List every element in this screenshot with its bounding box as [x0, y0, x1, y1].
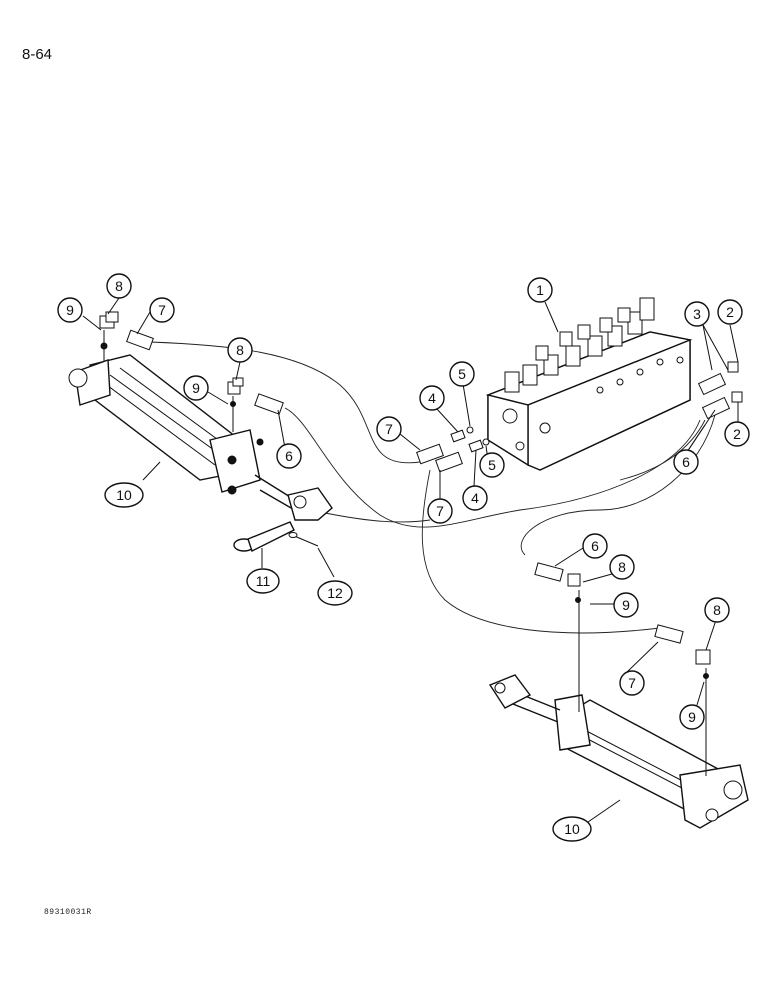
alignment-lines: [103, 330, 707, 776]
svg-text:7: 7: [158, 302, 166, 318]
figure-code: 89310031R: [44, 908, 92, 917]
svg-text:7: 7: [436, 503, 444, 519]
callout-1: 1: [527, 277, 553, 303]
callout-5: 5: [449, 361, 475, 387]
svg-text:8: 8: [713, 602, 721, 618]
adapter-fitting-7c: [435, 451, 463, 473]
adapter-fitting-6b: [697, 372, 727, 396]
elbow-fitting-8d: [695, 649, 711, 679]
svg-text:5: 5: [488, 457, 496, 473]
callout-4: 4: [462, 485, 488, 511]
callout-9: 9: [679, 704, 705, 730]
callout-2: 2: [717, 299, 743, 325]
valve-spools: [504, 297, 655, 393]
adapter-fitting-6d: [534, 562, 564, 582]
svg-text:8: 8: [115, 278, 123, 294]
svg-text:8: 8: [236, 342, 244, 358]
callout-3: 3: [684, 301, 710, 327]
callout-7: 7: [619, 670, 645, 696]
hose-long-arc: [421, 469, 661, 634]
callout-7: 7: [149, 297, 175, 323]
svg-text:9: 9: [192, 380, 200, 396]
plug-fitting-2b: [731, 391, 743, 403]
fittings: [99, 311, 743, 679]
svg-text:2: 2: [726, 304, 734, 320]
valve-ports: [502, 356, 684, 451]
svg-text:7: 7: [385, 421, 393, 437]
control-valve: [485, 297, 693, 471]
small-fitting-4a: [450, 429, 466, 443]
page-number: 8-64: [22, 46, 53, 63]
callout-7: 7: [376, 416, 402, 442]
callout-9: 9: [613, 592, 639, 618]
callout-6: 6: [673, 449, 699, 475]
o-ring-5a: [466, 426, 474, 434]
svg-text:11: 11: [256, 573, 271, 589]
hose-mid-left: [284, 407, 701, 528]
svg-text:10: 10: [564, 821, 580, 837]
callout-9: 9: [57, 297, 83, 323]
elbow-fitting-8a: [99, 311, 119, 350]
callout-10: 10: [104, 482, 144, 508]
cotter-pin: [288, 532, 319, 547]
hose-top-left: [149, 341, 421, 464]
svg-text:9: 9: [622, 597, 630, 613]
callout-8: 8: [227, 337, 253, 363]
svg-text:12: 12: [327, 585, 343, 601]
adapter-fitting-6c: [701, 396, 731, 420]
clevis-pin: [233, 521, 295, 552]
svg-text:6: 6: [682, 454, 690, 470]
callout-8: 8: [609, 554, 635, 580]
callout-8: 8: [704, 597, 730, 623]
plug-fitting-2a: [727, 361, 739, 373]
svg-text:4: 4: [428, 390, 436, 406]
callout-9: 9: [183, 375, 209, 401]
elbow-fitting-8b: [227, 377, 244, 407]
svg-text:9: 9: [688, 709, 696, 725]
callout-6: 6: [276, 443, 302, 469]
adapter-fitting-6a: [254, 393, 284, 415]
svg-text:2: 2: [733, 426, 741, 442]
hose-right-short: [619, 419, 706, 481]
callout-10: 10: [552, 816, 592, 842]
adapter-fitting-7b: [416, 443, 444, 465]
callout-6: 6: [582, 533, 608, 559]
adapter-fitting-7d: [654, 624, 684, 644]
leader-lines: [82, 297, 739, 823]
o-ring-5b: [482, 438, 490, 446]
callout-11: 11: [246, 568, 280, 594]
svg-text:9: 9: [66, 302, 74, 318]
svg-text:7: 7: [628, 675, 636, 691]
svg-text:3: 3: [693, 306, 701, 322]
small-fitting-4b: [468, 439, 484, 453]
svg-text:6: 6: [285, 448, 293, 464]
adapter-fitting-7a: [126, 329, 154, 351]
svg-text:4: 4: [471, 490, 479, 506]
hose-lower-left: [319, 511, 431, 523]
callout-7: 7: [427, 498, 453, 524]
callout-12: 12: [317, 580, 353, 606]
callout-5: 5: [479, 452, 505, 478]
svg-text:8: 8: [618, 559, 626, 575]
svg-text:1: 1: [536, 282, 544, 298]
right-cylinder: [488, 674, 749, 829]
svg-text:5: 5: [458, 366, 466, 382]
callout-2: 2: [724, 421, 750, 447]
callout-8: 8: [106, 273, 132, 299]
svg-text:6: 6: [591, 538, 599, 554]
callout-4: 4: [419, 385, 445, 411]
svg-text:10: 10: [116, 487, 132, 503]
left-cylinder: [68, 354, 333, 521]
